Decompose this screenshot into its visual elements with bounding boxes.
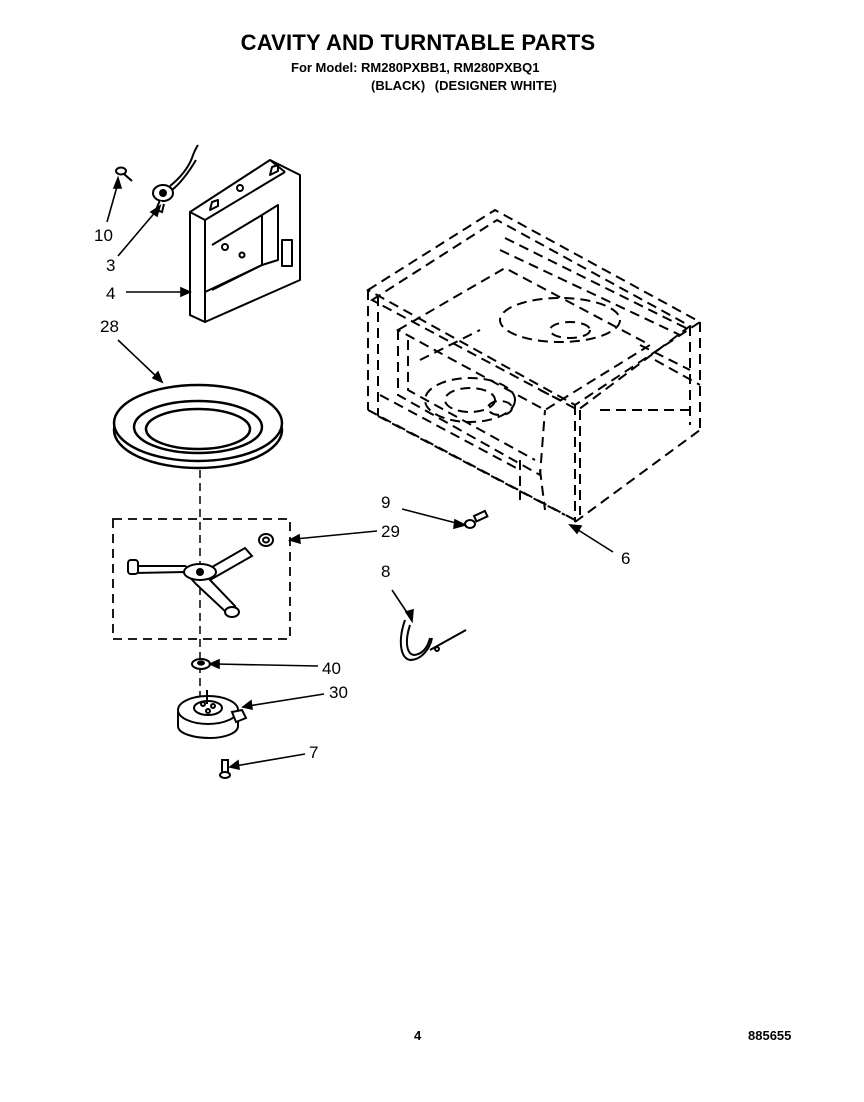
screw-part-7 xyxy=(219,759,231,779)
color-white-label: (DESIGNER WHITE) xyxy=(434,78,557,93)
callout-3: 3 xyxy=(106,256,115,275)
screw-part-10 xyxy=(115,166,133,182)
callout-28: 28 xyxy=(100,317,119,336)
color-black-label: (BLACK) xyxy=(371,78,426,93)
color-variants: (BLACK) (DESIGNER WHITE) xyxy=(371,78,563,93)
motor-part-30 xyxy=(177,690,248,740)
callout-6: 6 xyxy=(621,549,630,568)
washer-part-40 xyxy=(191,658,211,670)
roller-guide-part-29 xyxy=(127,533,274,618)
roller-guide-group-box xyxy=(112,518,291,640)
callout-7: 7 xyxy=(309,743,318,762)
document-number: 885655 xyxy=(748,1028,792,1043)
model-list: For Model: RM280PXBB1, RM280PXBQ1 xyxy=(291,60,540,75)
sensor-part-3 xyxy=(152,144,199,214)
page-title: CAVITY AND TURNTABLE PARTS xyxy=(240,30,596,55)
callout-10: 10 xyxy=(94,226,113,245)
callout-labels: 10 3 4 28 9 29 6 8 40 30 7 xyxy=(94,226,630,762)
leader-lines xyxy=(106,175,614,771)
wire-part-8 xyxy=(399,619,467,662)
oven-cavity-part-6 xyxy=(366,208,702,523)
callout-9: 9 xyxy=(381,493,390,512)
callout-29: 29 xyxy=(381,522,400,541)
callout-8: 8 xyxy=(381,562,390,581)
page-number: 4 xyxy=(414,1028,422,1043)
callout-40: 40 xyxy=(322,659,341,678)
callout-30: 30 xyxy=(329,683,348,702)
turntable-ring-part-28 xyxy=(112,383,284,470)
callout-4: 4 xyxy=(106,284,115,303)
screw-part-9 xyxy=(464,509,489,529)
bracket-part-4 xyxy=(189,159,301,323)
